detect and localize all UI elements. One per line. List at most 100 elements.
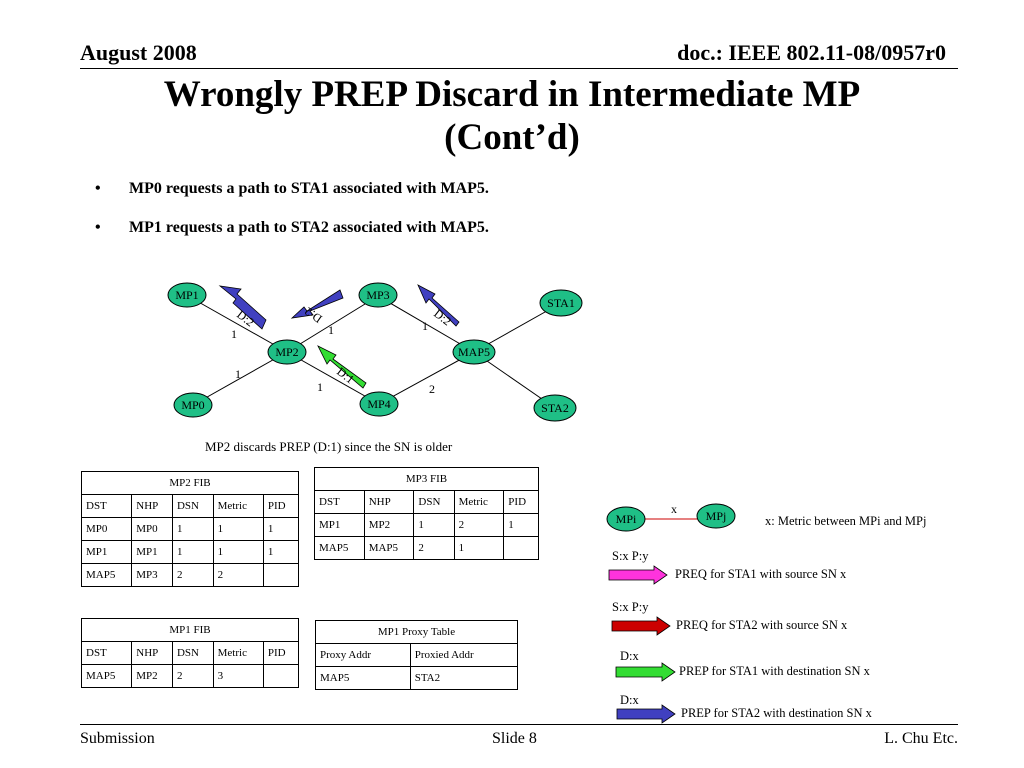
- table-row: MP1 MP2 1 2 1: [314, 513, 539, 537]
- metric-mp3-map5: 1: [422, 319, 428, 333]
- table-cell: 1: [212, 540, 264, 564]
- table-cell: MP1: [314, 513, 365, 537]
- table-row: MAP5 MAP5 2 1: [314, 536, 539, 560]
- column-header: PID: [262, 494, 300, 518]
- node-mp3: [358, 282, 398, 308]
- bullet-marker: •: [95, 180, 101, 197]
- arrow-label-d2: D:2: [431, 306, 454, 328]
- bullet-text: MP1 requests a path to STA2 associated w…: [129, 219, 489, 236]
- table-header-row: DST NHP DSN Metric PID: [80, 641, 300, 665]
- table-cell: [262, 664, 300, 688]
- table-cell: 2: [171, 664, 214, 688]
- column-header: NHP: [131, 494, 173, 518]
- table-cell: MP1: [131, 540, 173, 564]
- prep-arrow-map5-to-mp3: [417, 284, 460, 327]
- table-cell: 1: [212, 517, 264, 541]
- mp3-fib-table: MP3 FIB DST NHP DSN Metric PID MP1 MP2 1…: [314, 467, 539, 560]
- table-cell: MP2: [363, 513, 415, 537]
- column-header: NHP: [131, 641, 173, 665]
- link-mp0-mp2: [192, 351, 288, 406]
- table-cell: 1: [453, 536, 505, 560]
- table-cell: MP2: [131, 664, 173, 688]
- link-mp1-mp2: [194, 299, 288, 353]
- legend-preq-sta1-arrow: [608, 565, 668, 585]
- column-header: DST: [80, 641, 133, 665]
- metric-mp4-map5: 2: [429, 382, 435, 396]
- legend-prep-sta1-desc: PREP for STA1 with destination SN x: [679, 664, 870, 678]
- legend-preq-sta1-desc: PREQ for STA1 with source SN x: [675, 567, 847, 581]
- table-cell: [503, 536, 539, 560]
- link-metric-labels: 1 1 1 1 1 2: [231, 319, 435, 396]
- diagram-nodes: [167, 282, 583, 422]
- legend-prep-sta1-arrow: [615, 662, 676, 682]
- column-header: Proxy Addr: [315, 643, 411, 667]
- legend-metric-description: x: Metric between MPi and MPj: [765, 514, 927, 528]
- column-header: DST: [80, 494, 133, 518]
- legend-preq-sta2-arrow: [611, 616, 671, 636]
- metric-mp0-mp2: 1: [235, 367, 241, 381]
- node-label-mp1: MP1: [175, 288, 198, 302]
- metric-mp2-mp3: 1: [328, 323, 334, 337]
- table-cell: MP0: [80, 517, 133, 541]
- mp2-fib-table: MP2 FIB DST NHP DSN Metric PID MP0 MP0 1…: [80, 471, 300, 587]
- column-header: Proxied Addr: [409, 643, 519, 667]
- diagram-caption: MP2 discards PREP (D:1) since the SN is …: [205, 439, 453, 454]
- table-cell: 2: [413, 536, 455, 560]
- footer-author: L. Chu Etc.: [884, 730, 958, 747]
- column-header: DSN: [171, 494, 214, 518]
- node-sta2: [533, 394, 577, 422]
- table-cell: 1: [262, 517, 300, 541]
- slide-title: Wrongly PREP Discard in Intermediate MP …: [0, 73, 1024, 159]
- legend-prep-sta2-label: D:x: [620, 693, 639, 707]
- link-mp3-map5: [377, 295, 475, 353]
- table-cell: 1: [503, 513, 539, 537]
- legend-prep-sta2-desc: PREP for STA2 with destination SN x: [681, 706, 872, 720]
- arrow-label-d1: D:1: [334, 364, 357, 386]
- column-header: Metric: [212, 494, 264, 518]
- column-header: DSN: [413, 490, 455, 514]
- metric-mp2-mp4: 1: [317, 380, 323, 394]
- table-header-row: Proxy Addr Proxied Addr: [315, 643, 519, 667]
- table-cell: 1: [413, 513, 455, 537]
- legend-preq-sta2-label: S:x P:y: [612, 600, 649, 614]
- node-mp2: [267, 339, 307, 365]
- node-label-mp3: MP3: [366, 288, 389, 302]
- table-cell: MP1: [80, 540, 133, 564]
- table-cell: MAP5: [80, 563, 133, 587]
- node-mp1: [167, 282, 207, 308]
- mp1-proxy-table: MP1 Proxy Table Proxy Addr Proxied Addr …: [315, 620, 519, 690]
- legend-node-mpj: [696, 503, 736, 529]
- legend-label-mpi: MPi: [616, 512, 637, 526]
- link-mp4-map5: [378, 351, 475, 405]
- node-label-mp4: MP4: [367, 397, 390, 411]
- footer-rule: [80, 724, 958, 725]
- column-header: DSN: [171, 641, 214, 665]
- table-row: MAP5 MP2 2 3: [80, 664, 300, 688]
- prep-arrow-mp2-to-mp1: [218, 285, 267, 330]
- table-cell: 2: [212, 563, 264, 587]
- node-label-mp2: MP2: [275, 345, 298, 359]
- column-header: NHP: [363, 490, 415, 514]
- prep-arrows: [218, 284, 460, 389]
- column-header: PID: [503, 490, 539, 514]
- table-cell: MAP5: [363, 536, 415, 560]
- legend-prep-sta1-label: D:x: [620, 649, 639, 663]
- node-label-map5: MAP5: [458, 345, 490, 359]
- bullet-item: • MP1 requests a path to STA2 associated …: [95, 219, 489, 237]
- table-title: MP2 FIB: [81, 471, 299, 495]
- bullet-marker: •: [95, 219, 101, 236]
- legend-preq-sta2-desc: PREQ for STA2 with source SN x: [676, 618, 848, 632]
- table-header-row: DST NHP DSN Metric PID: [80, 494, 300, 518]
- column-header: Metric: [212, 641, 264, 665]
- node-sta1: [539, 289, 583, 317]
- table-cell: 1: [171, 540, 214, 564]
- table-cell: MAP5: [314, 536, 365, 560]
- legend-prep-sta2-arrow: [616, 704, 676, 724]
- table-title: MP1 FIB: [81, 618, 299, 642]
- table-cell: STA2: [409, 666, 519, 690]
- link-mp2-mp3: [286, 295, 379, 353]
- header-rule: [80, 68, 958, 69]
- table-cell: MAP5: [80, 664, 133, 688]
- column-header: DST: [314, 490, 365, 514]
